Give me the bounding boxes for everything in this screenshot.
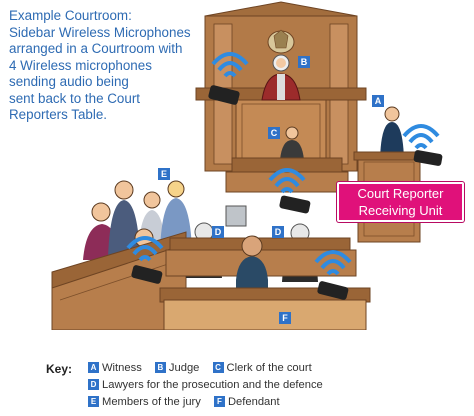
wireless-microphone-dock (314, 250, 352, 300)
court-reporter-receiving-unit-label: Court Reporter Receiving Unit (337, 182, 464, 222)
marker-a-witness: A (372, 95, 384, 107)
key-label-judge: Judge (168, 362, 200, 374)
marker-e-jury: E (158, 168, 170, 180)
jury-box (51, 180, 192, 330)
key-label-defendant: Defendant (227, 396, 280, 408)
marker-d-defence: D (272, 226, 284, 238)
marker-c-clerk: C (268, 127, 280, 139)
key-label-lawyers: Lawyers for the prosecution and the defe… (102, 379, 323, 391)
key-badge-e: E (88, 396, 99, 407)
wireless-microphone-witness (402, 124, 443, 166)
key-badge-b: B (154, 362, 166, 373)
key-label-clerk: Clerk of the court (226, 362, 312, 374)
wireless-microphone-clerk (268, 168, 311, 214)
judge-figure (261, 54, 301, 101)
courtroom-illustration (51, 1, 443, 330)
key-badge-c: C (212, 362, 224, 373)
reporter-label-line1: Court Reporter (357, 186, 444, 201)
key-title: Key: (46, 362, 73, 376)
key-label-witness: Witness (102, 362, 142, 374)
wireless-microphone-jury (126, 236, 164, 284)
key-badge-f: F (213, 396, 225, 407)
marker-b-judge: B (298, 56, 310, 68)
marker-d-prosecution: D (212, 226, 224, 238)
key-label-jury: Members of the jury (102, 396, 201, 408)
wireless-microphone-judge (208, 52, 249, 105)
clerk-table (225, 126, 349, 193)
key-badge-a: A (88, 362, 99, 373)
royal-coat-of-arms (267, 29, 295, 54)
marker-f-defendant: F (279, 312, 291, 324)
intro-text: Example Courtroom: Sidebar Wireless Micr… (9, 8, 191, 122)
key-badge-d: D (88, 379, 99, 390)
reporter-label-line2: Receiving Unit (358, 203, 443, 218)
